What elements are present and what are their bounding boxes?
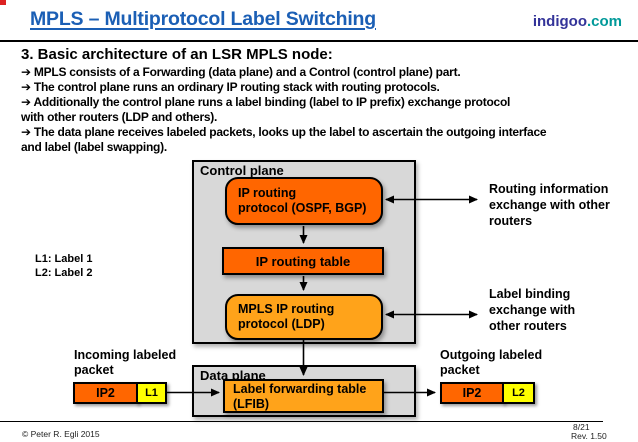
packet-label-line: Outgoing labeled	[440, 348, 543, 362]
annotation-line: other routers	[489, 319, 567, 333]
bullet-line: ➔ The control plane runs an ordinary IP …	[21, 80, 440, 94]
box-text-line: MPLS IP routing	[238, 302, 335, 316]
annotation-line: routers	[489, 214, 533, 228]
annotation-line: exchange with	[489, 303, 576, 317]
legend-line: L1: Label 1	[35, 253, 93, 265]
packet-label-line: Incoming labeled	[74, 348, 177, 362]
ip-routing-protocol-box: IP routing protocol (OSPF, BGP)	[225, 177, 383, 225]
outgoing-ip-box: IP2	[440, 382, 504, 404]
box-text-line: protocol (OSPF, BGP)	[238, 201, 367, 215]
brand-logo: indigoo.com	[533, 13, 622, 30]
bullet-line: and label (label swapping).	[21, 140, 167, 154]
box-text-line: IP routing table	[255, 253, 351, 269]
page-number: 8/21	[573, 422, 590, 432]
bullet-line: ➔ The data plane receives labeled packet…	[21, 125, 547, 139]
incoming-ip-box: IP2	[73, 382, 138, 404]
outgoing-label-box: L2	[502, 382, 535, 404]
label-legend: L1: Label 1 L2: Label 2	[35, 252, 92, 280]
copyright-text: © Peter R. Egli 2015	[22, 429, 100, 439]
annotation-line: Label binding	[489, 287, 571, 301]
incoming-label-box: L1	[136, 382, 167, 404]
ip-routing-table-box: IP routing table	[222, 247, 384, 275]
brand-name: indigoo	[532, 13, 587, 30]
lfib-box: Label forwarding table (LFIB)	[223, 379, 384, 413]
outgoing-packet-label: Outgoing labeled packet	[440, 348, 542, 378]
section-heading: 3. Basic architecture of an LSR MPLS nod…	[21, 46, 333, 63]
bullet-list: ➔ MPLS consists of a Forwarding (data pl…	[21, 65, 547, 155]
incoming-packet-label: Incoming labeled packet	[74, 348, 176, 378]
packet-label-line: packet	[440, 363, 480, 377]
box-text-line: protocol (LDP)	[238, 317, 325, 331]
header-divider	[0, 40, 638, 42]
packet-label-line: packet	[74, 363, 114, 377]
label-binding-annotation: Label binding exchange with other router…	[489, 286, 575, 334]
box-text-line: Label forwarding table	[233, 382, 367, 396]
footer-divider	[0, 421, 603, 422]
slide-title: MPLS – Multiprotocol Label Switching	[30, 8, 376, 30]
mpls-ldp-box: MPLS IP routing protocol (LDP)	[225, 294, 383, 340]
brand-tld: .com	[586, 13, 622, 30]
routing-info-annotation: Routing information exchange with other …	[489, 181, 610, 229]
bullet-line: with other routers (LDP and others).	[21, 110, 218, 124]
box-text-line: (LFIB)	[233, 397, 270, 411]
control-plane-label: Control plane	[200, 163, 284, 178]
corner-red-mark	[0, 0, 6, 5]
revision-text: Rev. 1.50	[571, 431, 607, 441]
annotation-line: Routing information	[489, 182, 609, 196]
box-text-line: IP routing	[238, 186, 297, 200]
bullet-line: ➔ Additionally the control plane runs a …	[21, 95, 511, 109]
legend-line: L2: Label 2	[35, 267, 93, 279]
annotation-line: exchange with other	[489, 198, 610, 212]
bullet-line: ➔ MPLS consists of a Forwarding (data pl…	[21, 65, 461, 79]
